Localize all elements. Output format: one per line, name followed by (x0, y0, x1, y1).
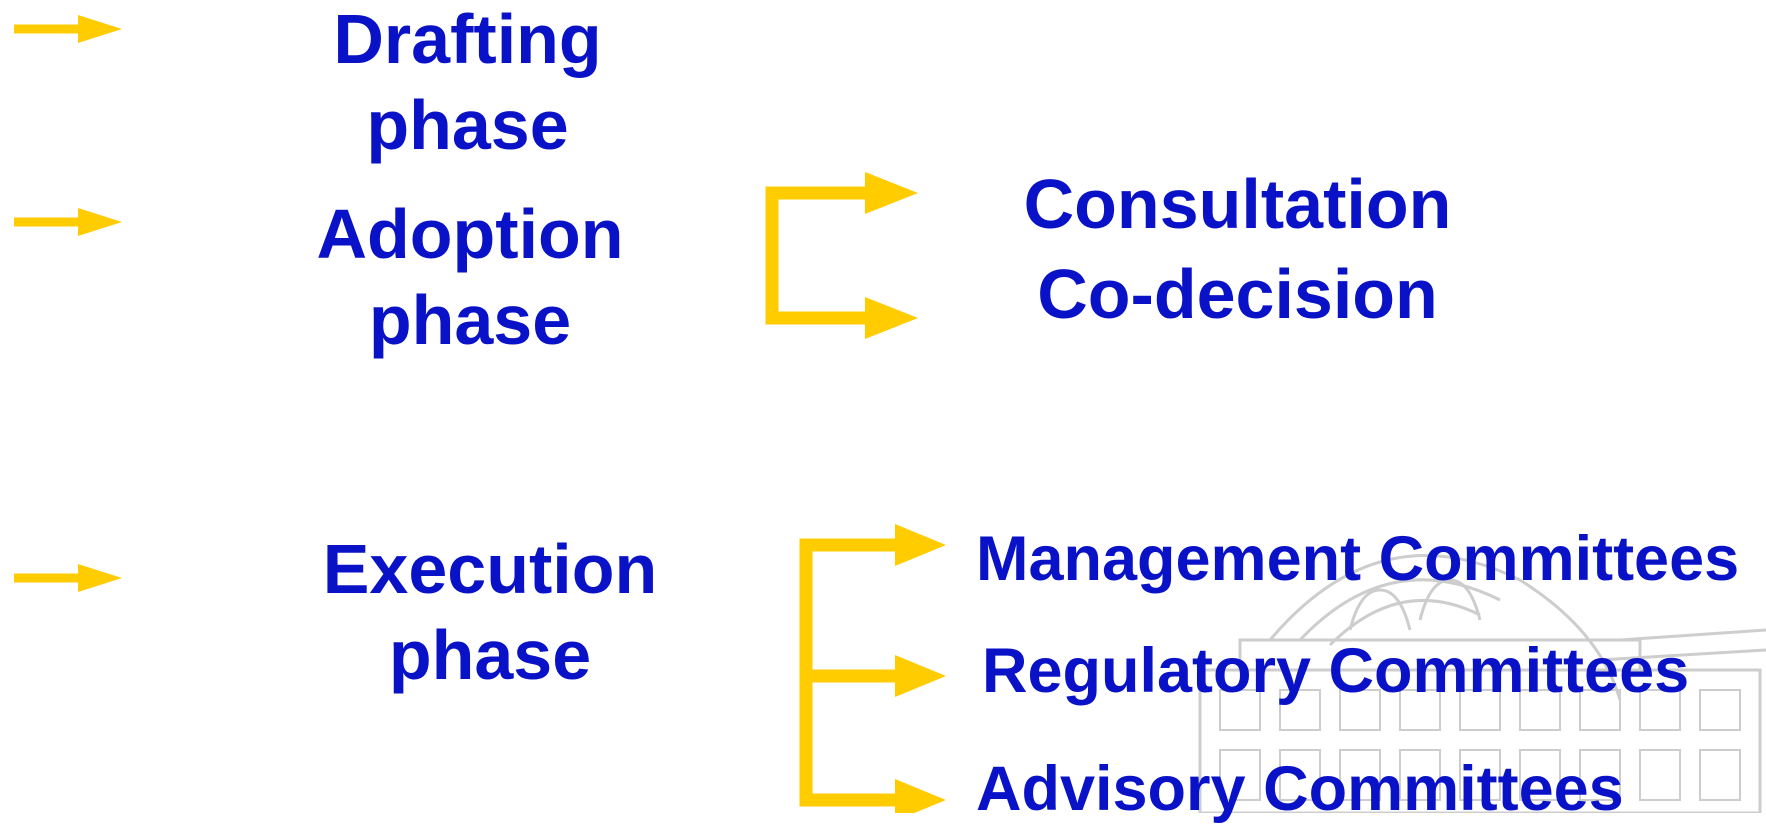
co-decision-label: Co-decision (1037, 255, 1438, 333)
consultation-label: Consultation (1023, 165, 1452, 243)
execution-phase-label: Execution phase (305, 534, 675, 690)
execution-bracket-icon (799, 524, 946, 813)
management-committees-label: Management Committees (976, 524, 1740, 594)
execution-phase-line1: Execution (322, 530, 658, 608)
adoption-phase-line1: Adoption (316, 195, 624, 273)
execution-arrow-icon (14, 564, 122, 592)
advisory-committees-label: Advisory Committees (976, 754, 1624, 824)
adoption-bracket-icon (765, 172, 918, 339)
execution-phase-line2: phase (388, 616, 592, 694)
drafting-phase-line2: phase (366, 86, 569, 164)
adoption-phase-label: Adoption phase (300, 199, 640, 355)
adoption-arrow-icon (14, 208, 122, 236)
drafting-phase-label: Drafting phase (305, 4, 630, 160)
drafting-phase-line1: Drafting (333, 0, 602, 78)
adoption-phase-line2: phase (368, 281, 572, 359)
drafting-arrow-icon (14, 15, 122, 43)
regulatory-committees-label: Regulatory Committees (982, 636, 1690, 706)
